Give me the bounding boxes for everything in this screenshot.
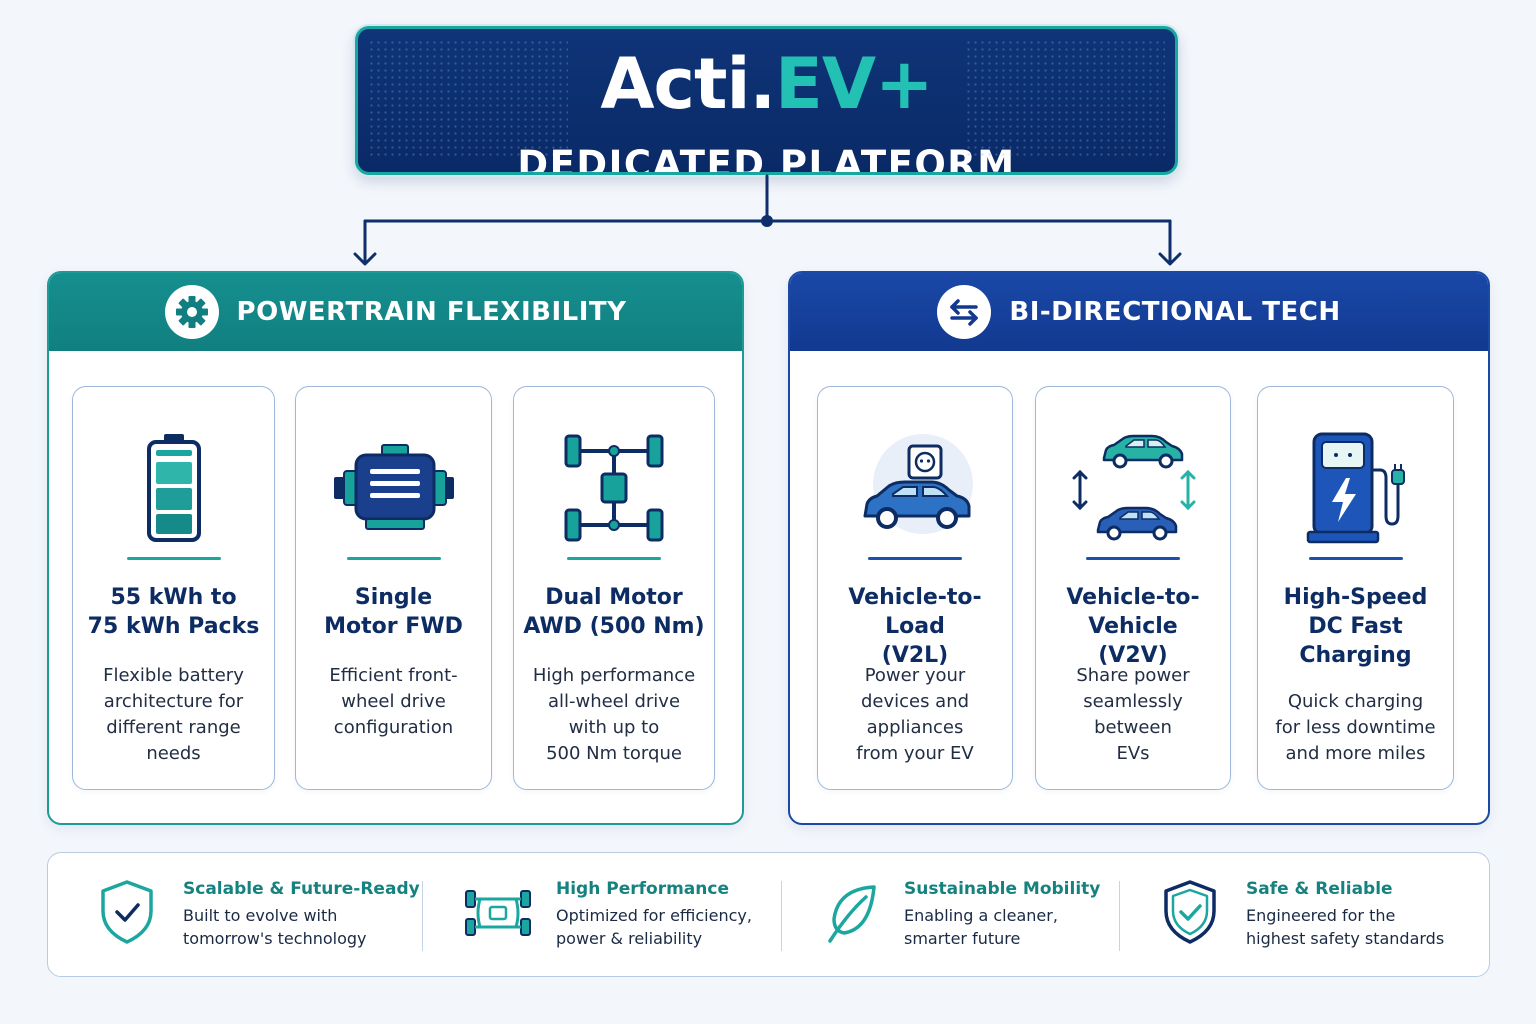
- battery-packs-card: 55 kWh to 75 kWh Packs Flexible battery …: [72, 386, 275, 790]
- shield-check-icon: [101, 880, 153, 944]
- feature-sustainable: Sustainable Mobility Enabling a cleaner,…: [826, 879, 1126, 950]
- footer-separator: [1119, 881, 1120, 951]
- feature-description: Built to evolve with tomorrow's technolo…: [183, 906, 367, 948]
- dc-fast-charging-card: High-Speed DC Fast Charging Quick chargi…: [1257, 386, 1454, 790]
- chassis-icon: [465, 890, 531, 936]
- powertrain-header: POWERTRAIN FLEXIBILITY: [49, 273, 742, 351]
- powertrain-panel: POWERTRAIN FLEXIBILITY 55 kWh to 75 kWh …: [47, 271, 744, 825]
- features-footer: Scalable & Future-Ready Built to evolve …: [47, 852, 1490, 977]
- feature-scalable: Scalable & Future-Ready Built to evolve …: [98, 879, 428, 950]
- title-banner: Acti.EV+ DEDICATED PLATFORM: [355, 26, 1178, 175]
- powertrain-heading: POWERTRAIN FLEXIBILITY: [236, 297, 627, 327]
- card-description: Power your devices and appliances from y…: [856, 665, 974, 764]
- card-title: Dual Motor AWD (500 Nm): [523, 585, 705, 639]
- gear-icon: [164, 285, 219, 339]
- swap-arrows-icon: [937, 285, 992, 339]
- charging-station-icon: [1306, 432, 1405, 544]
- card-title: 55 kWh to 75 kWh Packs: [87, 585, 260, 639]
- battery-icon: [146, 434, 201, 542]
- bidirectional-panel: BI-DIRECTIONAL TECH Vehicle-to-Load (V2L…: [788, 271, 1490, 825]
- car-to-car-icon: [1072, 434, 1196, 541]
- feature-title: High Performance: [556, 879, 729, 899]
- bidirectional-heading: BI-DIRECTIONAL TECH: [1009, 297, 1341, 327]
- feature-title: Safe & Reliable: [1246, 879, 1393, 899]
- brand-title: Acti.EV+: [600, 43, 933, 125]
- feature-title: Sustainable Mobility: [904, 879, 1101, 899]
- card-divider: [1086, 557, 1180, 560]
- feature-title: Scalable & Future-Ready: [183, 879, 420, 899]
- motor-icon: [333, 444, 454, 530]
- feature-description: Optimized for efficiency, power & reliab…: [556, 906, 752, 948]
- card-divider: [868, 557, 962, 560]
- footer-separator: [781, 881, 782, 951]
- feature-safe: Safe & Reliable Engineered for the highe…: [1161, 879, 1481, 950]
- card-title: Single Motor FWD: [324, 585, 463, 639]
- card-title: Vehicle-to-Vehicle (V2V): [1066, 585, 1200, 668]
- chassis-icon: [564, 434, 664, 542]
- feature-description: Enabling a cleaner, smarter future: [904, 906, 1058, 948]
- card-description: Efficient front- wheel drive configurati…: [329, 665, 458, 738]
- dual-motor-card: Dual Motor AWD (500 Nm) High performance…: [513, 386, 715, 790]
- card-title: Vehicle-to-Load (V2L): [848, 585, 982, 668]
- shield-check-icon: [1164, 880, 1216, 944]
- leaf-icon: [828, 885, 876, 943]
- card-description: High performance all-wheel drive with up…: [532, 665, 696, 764]
- car-outlet-icon: [863, 434, 973, 534]
- card-divider: [567, 557, 661, 560]
- card-title: High-Speed DC Fast Charging: [1283, 585, 1428, 668]
- card-description: Quick charging for less downtime and mor…: [1275, 691, 1436, 764]
- feature-description: Engineered for the highest safety standa…: [1246, 906, 1445, 948]
- card-divider: [1308, 557, 1403, 560]
- footer-separator: [422, 881, 423, 951]
- v2v-card: Vehicle-to-Vehicle (V2V) Share power sea…: [1035, 386, 1231, 790]
- single-motor-card: Single Motor FWD Efficient front- wheel …: [295, 386, 492, 790]
- card-divider: [126, 557, 221, 560]
- v2l-card: Vehicle-to-Load (V2L) Power your devices…: [817, 386, 1013, 790]
- feature-performance: High Performance Optimized for efficienc…: [462, 879, 792, 950]
- bidirectional-header: BI-DIRECTIONAL TECH: [790, 273, 1488, 351]
- card-description: Share power seamlessly between EVs: [1076, 665, 1190, 764]
- card-divider: [346, 557, 441, 560]
- card-description: Flexible battery architecture for differ…: [103, 665, 244, 764]
- platform-subtitle: DEDICATED PLATFORM: [517, 143, 1016, 175]
